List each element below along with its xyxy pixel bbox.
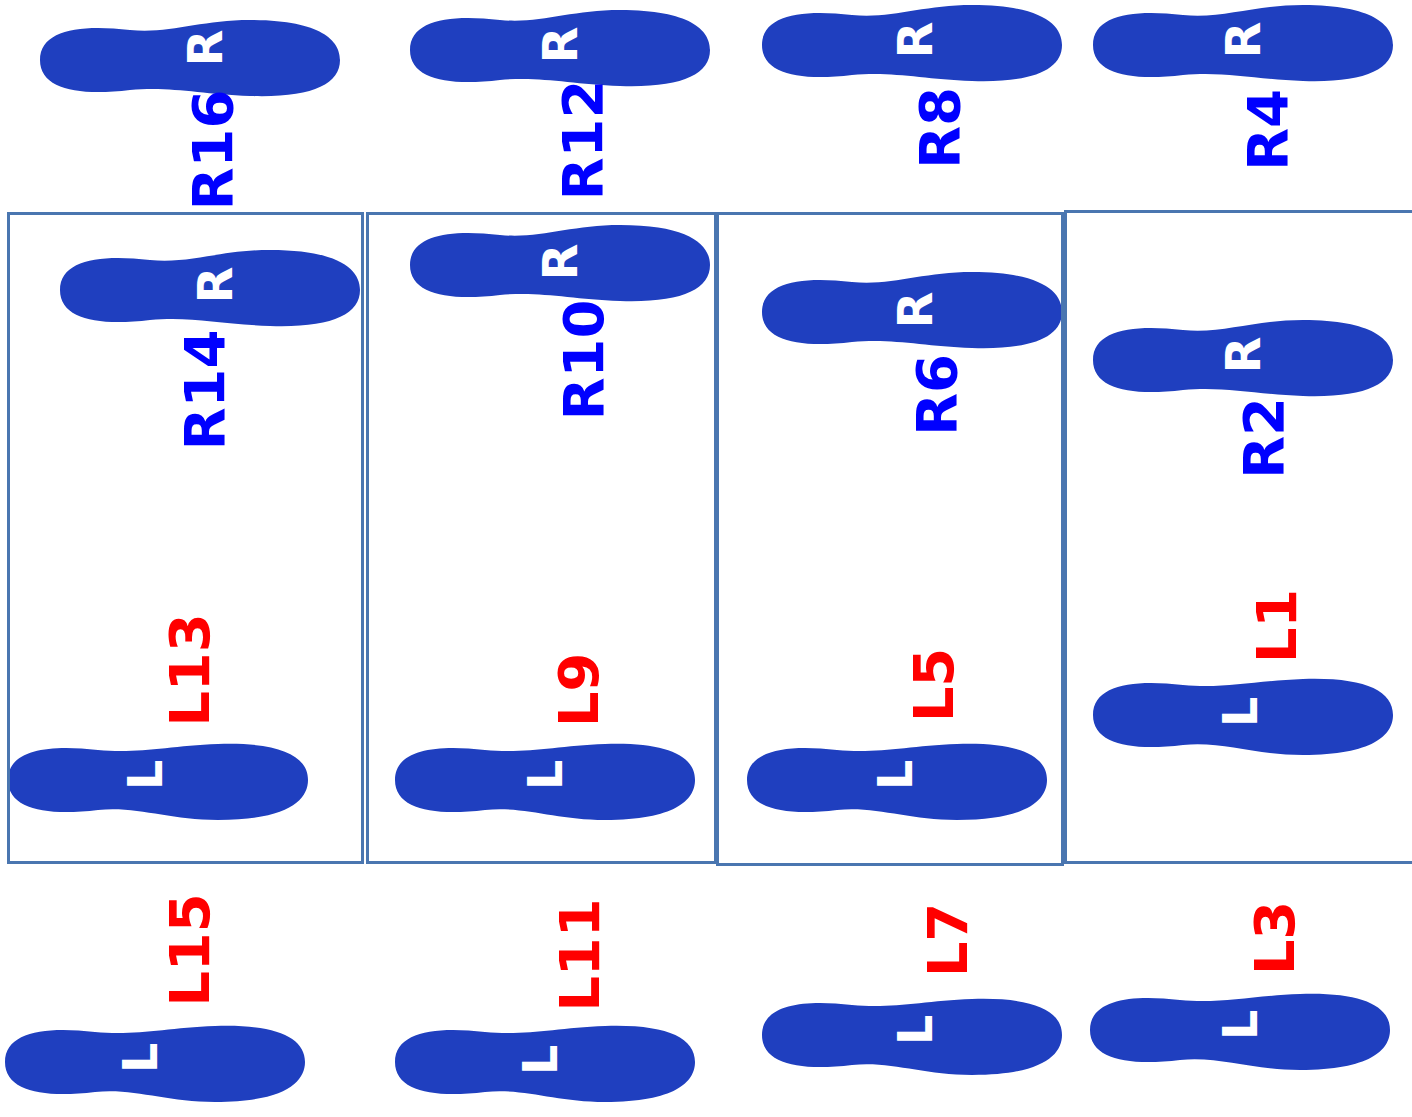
step-number: L9 [551, 653, 607, 728]
foot-letter: L [1216, 697, 1264, 728]
foot-letter: L [121, 760, 169, 791]
foot-letter: L [521, 760, 569, 791]
step-number: R8 [912, 87, 968, 169]
foot-letter: R [536, 27, 584, 64]
step-number: R6 [909, 354, 965, 436]
step-number: R10 [556, 299, 612, 420]
step-number: L15 [162, 893, 218, 1007]
step-number: L13 [162, 613, 218, 727]
step-number: L5 [906, 648, 962, 723]
step-number: R14 [177, 329, 233, 450]
step-number: L1 [1249, 589, 1305, 664]
step-number: R12 [555, 79, 611, 200]
step-number: R4 [1240, 89, 1296, 171]
step-number: R2 [1236, 397, 1292, 479]
step-number: L3 [1247, 901, 1303, 976]
foot-letter: R [1219, 337, 1267, 374]
step-number: L7 [920, 903, 976, 978]
foot-letter: R [181, 30, 229, 67]
step-number: R16 [185, 89, 241, 210]
foot-letter: L [871, 760, 919, 791]
foot-letter: L [1216, 1010, 1264, 1041]
step-number: L11 [552, 898, 608, 1012]
foot-letter: L [891, 1015, 939, 1046]
step-box: R14L13 [7, 212, 364, 864]
foot-letter: L [116, 1043, 164, 1074]
foot-letter: R [891, 22, 939, 59]
foot-letter: R [191, 267, 239, 304]
foot-letter: R [1219, 22, 1267, 59]
left-footprints [5, 679, 1393, 1102]
foot-letter: R [536, 244, 584, 281]
foot-letter: R [891, 292, 939, 329]
foot-letter: L [516, 1045, 564, 1076]
step-box: R2L1 [1064, 210, 1412, 864]
